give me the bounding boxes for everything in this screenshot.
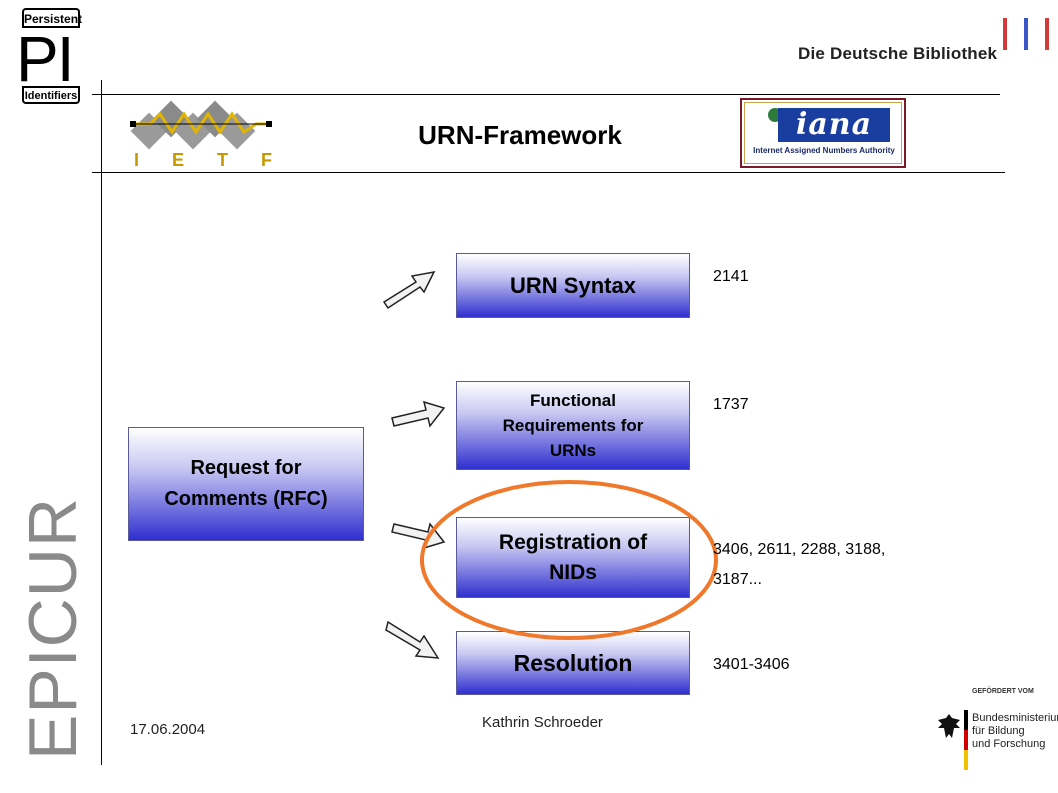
iana-logo-name: iana [778, 108, 890, 142]
target-label: URN Syntax [510, 272, 636, 298]
bmbf-logo-text: Bundesministerium für Bildung und Forsch… [972, 712, 1058, 751]
ddb-bar-icon [1024, 18, 1028, 50]
ddb-bar-icon [1003, 18, 1007, 50]
slide-title: URN-Framework [418, 120, 622, 150]
rfc-ref: 3406, 2611, 2288, 3188, [713, 541, 886, 558]
functional-requirements-box: Functional Requirements for URNs [456, 381, 690, 470]
ddb-bar-icon [1045, 18, 1049, 50]
ietf-logo-graphic [130, 100, 272, 150]
pi-logo-top: Persistent [22, 8, 82, 28]
left-vertical-rule [101, 80, 102, 765]
arrow-up-right-icon [382, 270, 436, 310]
registration-nids-box: Registration of NIDs [456, 517, 690, 598]
ietf-logo-text: I E T F [134, 150, 286, 170]
footer-author: Kathrin Schroeder [482, 714, 603, 731]
footer-date: 17.06.2004 [130, 721, 206, 738]
target-label: NIDs [549, 560, 597, 584]
target-label: URNs [549, 441, 597, 460]
target-label: Functional [530, 391, 616, 410]
header-top-rule [92, 94, 1000, 95]
flag-stripe [964, 710, 968, 770]
rfc-ref-list: 3406, 2611, 2288, 3188, 3187... [713, 535, 885, 595]
ddb-logo-text: Die Deutsche Bibliothek [798, 44, 998, 63]
bmbf-logo-caption: GEFÖRDERT VOM [972, 688, 1034, 695]
arrow-down-right-icon [385, 620, 440, 659]
pi-logo: Persistent PI Identifiers [8, 8, 88, 104]
highlight-ellipse [420, 480, 718, 640]
target-label: Requirements for [502, 416, 644, 435]
arrow-right-icon [391, 400, 446, 428]
iana-logo-subtitle: Internet Assigned Numbers Authority [753, 146, 895, 155]
header-bottom-rule [92, 172, 1005, 173]
rfc-ref: 3187... [713, 571, 762, 588]
pi-logo-main: PI [16, 23, 74, 95]
urn-syntax-box: URN Syntax [456, 253, 690, 318]
target-label: Resolution [513, 649, 633, 676]
eagle-icon [938, 714, 960, 738]
target-label: Registration of [498, 530, 648, 554]
rfc-ref: 3401-3406 [713, 656, 790, 673]
rfc-source-line: Comments (RFC) [164, 488, 328, 510]
bmbf-logo-line: für Bildung [972, 725, 1025, 737]
bmbf-logo-line: und Forschung [972, 738, 1046, 750]
bmbf-logo-line: Bundesministerium [972, 712, 1058, 724]
ietf-logo: I E T F [128, 100, 278, 172]
iana-logo: iana Internet Assigned Numbers Authority [740, 98, 906, 168]
bmbf-logo: GEFÖRDERT VOM Bundesministerium für Bild… [932, 684, 1058, 776]
rfc-source-line: Request for [190, 457, 302, 479]
rfc-ref: 1737 [713, 396, 749, 413]
rfc-source-box: Request for Comments (RFC) [128, 427, 364, 541]
epicur-logo: EPICUR [15, 497, 91, 760]
resolution-box: Resolution [456, 631, 690, 695]
rfc-ref: 2141 [713, 268, 749, 285]
pi-logo-bottom: Identifiers [22, 86, 80, 104]
